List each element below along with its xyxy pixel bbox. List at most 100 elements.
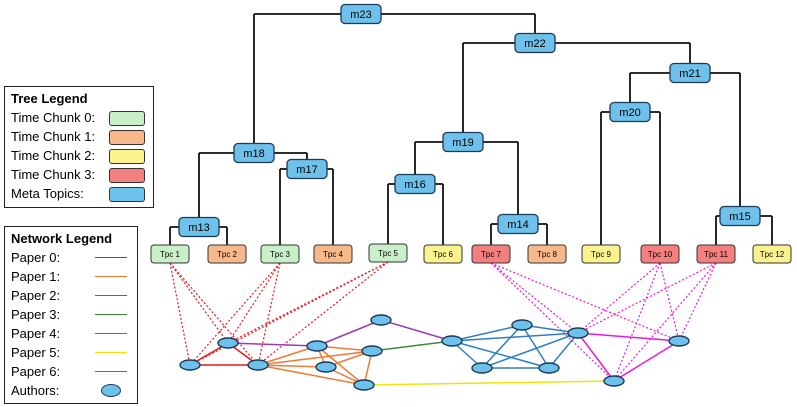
topic-label: Tpc 12	[760, 250, 785, 259]
meta-topic-node: m17	[286, 158, 328, 180]
meta-topic-label: m21	[679, 68, 700, 80]
topic-author-link	[577, 262, 661, 334]
coauthor-edge	[257, 364, 327, 368]
meta-topic-label: m22	[524, 38, 545, 50]
topic-node: Tpc 2	[207, 244, 247, 264]
topic-node: Tpc 9	[581, 244, 621, 264]
topic-label: Tpc 10	[648, 250, 673, 259]
network-legend-row: Paper 5:	[5, 343, 137, 362]
network-legend-row: Paper 1:	[5, 267, 137, 286]
author-node	[217, 337, 239, 349]
tree-edge-m22	[462, 42, 691, 133]
meta-topic-node: m20	[609, 101, 651, 123]
author-node	[361, 345, 383, 357]
network-legend-label: Paper 3:	[11, 307, 61, 322]
topic-label: Tpc 11	[704, 250, 728, 259]
coauthor-edge	[481, 324, 523, 369]
tree-legend-label: Time Chunk 1:	[11, 129, 96, 144]
network-legend-line	[95, 276, 127, 277]
tree-edge-m21	[629, 72, 741, 207]
topic-author-link	[257, 262, 281, 366]
coauthor-edges	[189, 319, 680, 386]
author-node	[471, 362, 493, 374]
topic-node: Tpc 1	[150, 244, 190, 264]
coauthor-edge	[371, 340, 453, 352]
author-node	[306, 340, 328, 352]
meta-topic-node: m18	[233, 142, 275, 164]
author-node	[441, 335, 463, 347]
tree-legend-row: Time Chunk 2:	[5, 146, 153, 165]
tree-legend-row: Time Chunk 3:	[5, 165, 153, 184]
author-node-swatch	[101, 384, 121, 397]
network-legend-label: Paper 4:	[11, 326, 61, 341]
coauthor-edge	[451, 332, 579, 342]
topic-author-link	[227, 262, 281, 344]
network-legend-line	[95, 371, 127, 372]
topic-node: Tpc 4	[313, 244, 353, 264]
tree-edge-m23	[253, 13, 536, 144]
topic-author-link	[490, 262, 579, 334]
network-legend-label: Paper 6:	[11, 364, 61, 379]
topic-label: Tpc 2	[217, 250, 238, 259]
topic-label: Tpc 8	[537, 250, 558, 259]
topic-author-link	[613, 262, 717, 382]
network-legend-line	[95, 352, 127, 353]
author-node	[511, 319, 533, 331]
meta-topic-label: m14	[507, 219, 528, 231]
coauthor-edge	[577, 332, 615, 382]
meta-topic-label: m15	[729, 211, 750, 223]
topic-label: Tpc 9	[591, 250, 612, 259]
author-node	[315, 361, 337, 373]
topic-label: Tpc 5	[378, 249, 399, 258]
meta-topic-label: m20	[619, 107, 640, 119]
topic-node: Tpc 11	[696, 244, 736, 264]
coauthor-edge	[257, 345, 318, 366]
meta-topic-node: m22	[514, 32, 556, 54]
tree-legend-label: Time Chunk 2:	[11, 148, 96, 163]
topic-author-link	[169, 262, 259, 366]
network-legend-label: Paper 2:	[11, 288, 61, 303]
coauthor-edge	[613, 340, 680, 382]
tree-legend-swatch	[109, 168, 145, 183]
coauthor-edge	[380, 319, 453, 342]
coauthor-edge	[521, 324, 550, 369]
meta-topic-node: m21	[669, 62, 711, 84]
topic-author-link	[169, 262, 191, 366]
tree-legend-row: Time Chunk 0:	[5, 108, 153, 127]
network-legend-label: Paper 0:	[11, 250, 61, 265]
coauthor-edge	[363, 380, 615, 386]
tree-legend-row: Meta Topics:	[5, 184, 153, 203]
meta-topic-node: m13	[178, 216, 220, 238]
topic-author-link	[577, 262, 717, 334]
meta-topic-label: m17	[296, 164, 317, 176]
meta-topic-node: m15	[719, 205, 761, 227]
author-node	[567, 327, 589, 339]
coauthor-edge	[451, 340, 550, 369]
author-node	[603, 375, 625, 387]
tree-edge-m17	[279, 168, 334, 245]
network-legend-line	[95, 295, 127, 296]
coauthor-edge	[548, 332, 579, 369]
tree-legend-row: Time Chunk 1:	[5, 127, 153, 146]
tree-legend-swatch	[109, 130, 145, 145]
topic-author-link	[659, 262, 680, 342]
coauthor-edge	[316, 345, 365, 386]
coauthor-edge	[363, 350, 373, 386]
topic-node: Tpc 3	[260, 244, 300, 264]
legend-authors-row: Authors:	[5, 381, 137, 400]
topic-author-links	[169, 261, 717, 382]
network-legend-label: Paper 5:	[11, 345, 61, 360]
topic-node: Tpc 7	[471, 244, 511, 264]
topic-label: Tpc 7	[481, 250, 502, 259]
coauthor-edge	[227, 342, 318, 347]
meta-topic-label: m19	[452, 137, 473, 149]
tree-legend-title: Tree Legend	[11, 91, 88, 106]
author-node	[370, 314, 392, 326]
coauthor-edge	[451, 324, 523, 342]
topic-label: Tpc 1	[160, 250, 181, 259]
coauthor-edge	[257, 364, 365, 386]
author-node	[247, 359, 269, 371]
author-nodes	[179, 314, 690, 391]
topic-node: Tpc 6	[423, 244, 463, 264]
network-legend-row: Paper 4:	[5, 324, 137, 343]
